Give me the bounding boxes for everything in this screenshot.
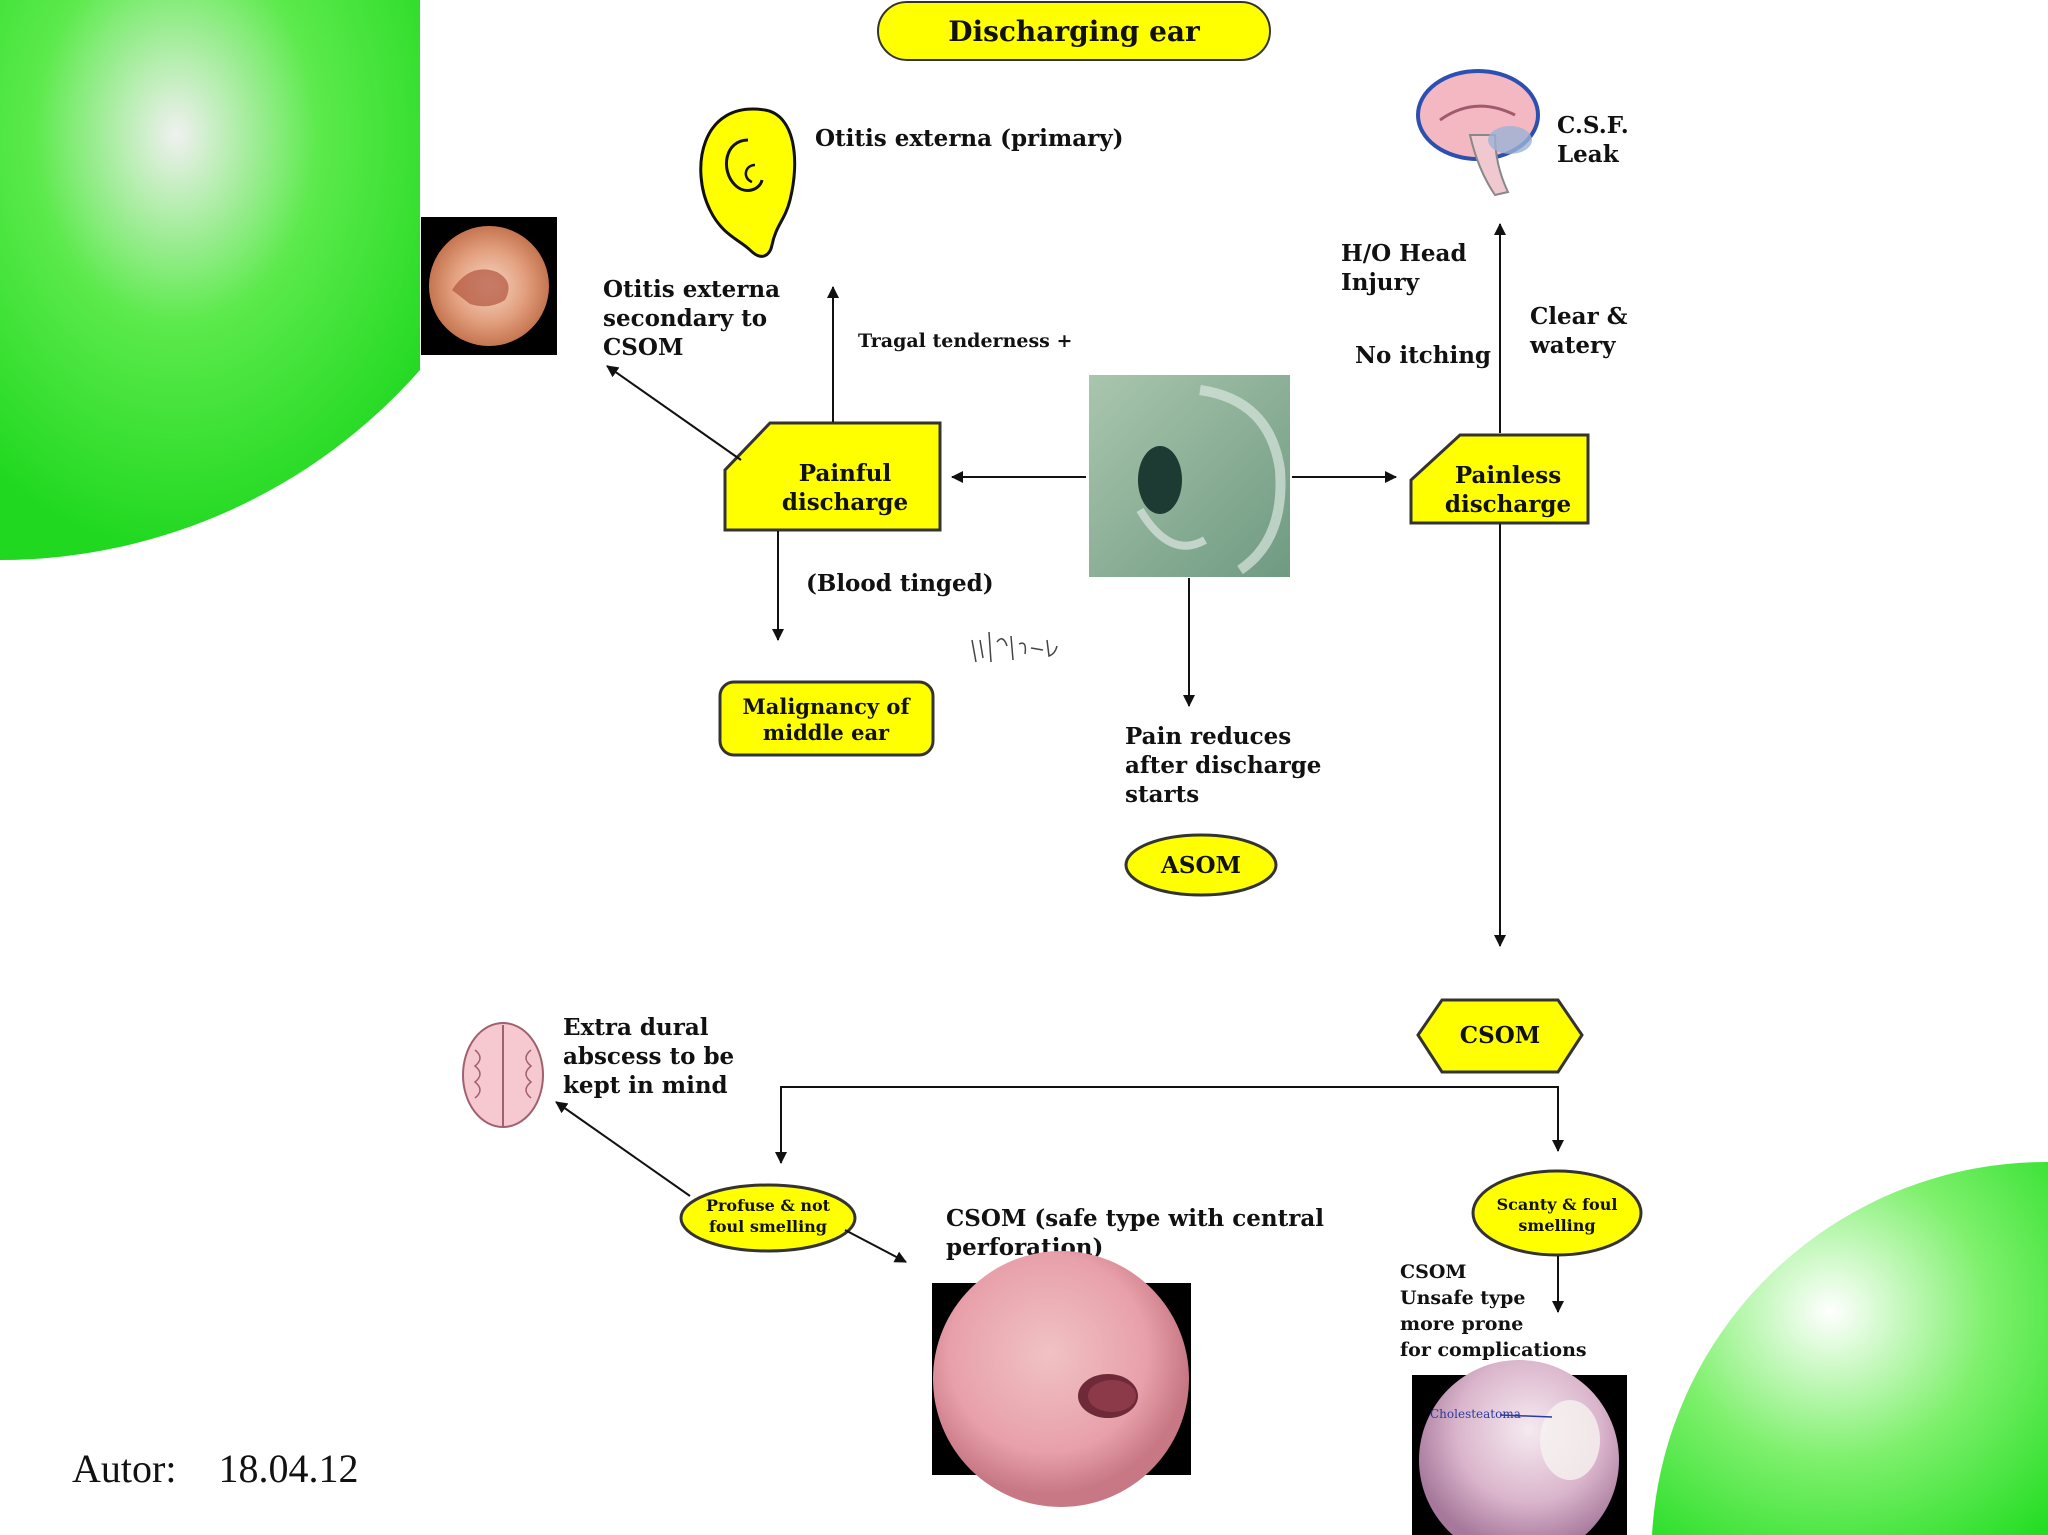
arrow-profuse-to-safe (844, 1229, 907, 1263)
csom-node (1416, 998, 1584, 1074)
painful-discharge-line1: Painful (799, 460, 892, 487)
profuse-line2: foul smelling (709, 1217, 827, 1236)
otoscope-image-top (421, 217, 557, 355)
otoscope-image-unsafe (1412, 1360, 1627, 1535)
green-corner-bottom-right (1652, 1161, 2048, 1535)
csom-unsafe-line3: more prone (1400, 1313, 1523, 1335)
csom-label: CSOM (1460, 1022, 1540, 1049)
painful-discharge-line2: discharge (782, 489, 908, 516)
malignancy-box (718, 680, 935, 757)
title-box (877, 1, 1271, 61)
blood-tinged-label: (Blood tinged) (806, 570, 994, 597)
painless-discharge-line1: Painless (1455, 462, 1561, 489)
brain-sagittal-icon (1416, 69, 1540, 197)
otitis-secondary-line2: secondary to (603, 305, 767, 332)
csom-branch-line (780, 1086, 1559, 1150)
csom-safe-line1: CSOM (safe type with central (946, 1205, 1324, 1232)
malignancy-line2: middle ear (763, 720, 890, 745)
painless-discharge-line2: discharge (1445, 491, 1571, 518)
footer: Autor: 18.04.12 (72, 1445, 400, 1492)
clear-watery-line1: Clear & (1530, 303, 1628, 330)
asom-node (1124, 833, 1278, 897)
arrow-painful-to-otitis-secondary (606, 365, 742, 461)
otoscope-image-safe (932, 1251, 1191, 1507)
brain-top-icon (462, 1022, 544, 1128)
ear-photo (1089, 375, 1290, 577)
csf-leak-label-line1: C.S.F. (1557, 112, 1629, 139)
arrow-profuse-to-extradural (555, 1101, 691, 1197)
date-label: 18.04.12 (218, 1446, 359, 1491)
author-label: Autor: (72, 1446, 177, 1491)
asom-label: ASOM (1160, 852, 1241, 879)
csom-unsafe-line1: CSOM (1400, 1261, 1466, 1283)
green-corner-top-left (0, 0, 420, 560)
extradural-line1: Extra dural (563, 1014, 709, 1041)
extradural-line2: abscess to be (563, 1043, 734, 1070)
pain-reduces-line1: Pain reduces (1125, 723, 1291, 750)
handwritten-scribble (971, 631, 1058, 663)
csf-leak-label-line2: Leak (1557, 141, 1620, 168)
pain-reduces-line3: starts (1125, 781, 1199, 808)
painless-discharge-box (1409, 433, 1590, 525)
ear-outline-icon (699, 107, 797, 258)
scanty-node (1471, 1169, 1643, 1257)
otitis-secondary-line1: Otitis externa (603, 276, 780, 303)
page-title: Discharging ear (948, 15, 1201, 48)
scanty-line1: Scanty & foul (1497, 1195, 1618, 1214)
painful-discharge-box (723, 421, 942, 532)
connectors (555, 223, 1564, 1313)
scanty-line2: smelling (1518, 1216, 1595, 1235)
pain-reduces-line2: after discharge (1125, 752, 1321, 779)
malignancy-line1: Malignancy of (743, 694, 912, 719)
head-injury-line2: Injury (1341, 269, 1420, 296)
no-itching-label: No itching (1355, 342, 1491, 369)
csom-unsafe-line2: Unsafe type (1400, 1287, 1525, 1309)
otitis-secondary-line3: CSOM (603, 334, 683, 361)
profuse-node (679, 1183, 857, 1253)
extradural-line3: kept in mind (563, 1072, 728, 1099)
clear-watery-line2: watery (1529, 332, 1616, 359)
csom-unsafe-line4: for complications (1400, 1339, 1587, 1361)
profuse-line1: Profuse & not (706, 1196, 831, 1215)
head-injury-line1: H/O Head (1341, 240, 1467, 267)
tragal-tenderness-label: Tragal tenderness + (858, 330, 1072, 352)
otitis-externa-primary-label: Otitis externa (primary) (815, 125, 1124, 152)
cholesteatoma-label: Cholesteatoma (1430, 1407, 1521, 1421)
